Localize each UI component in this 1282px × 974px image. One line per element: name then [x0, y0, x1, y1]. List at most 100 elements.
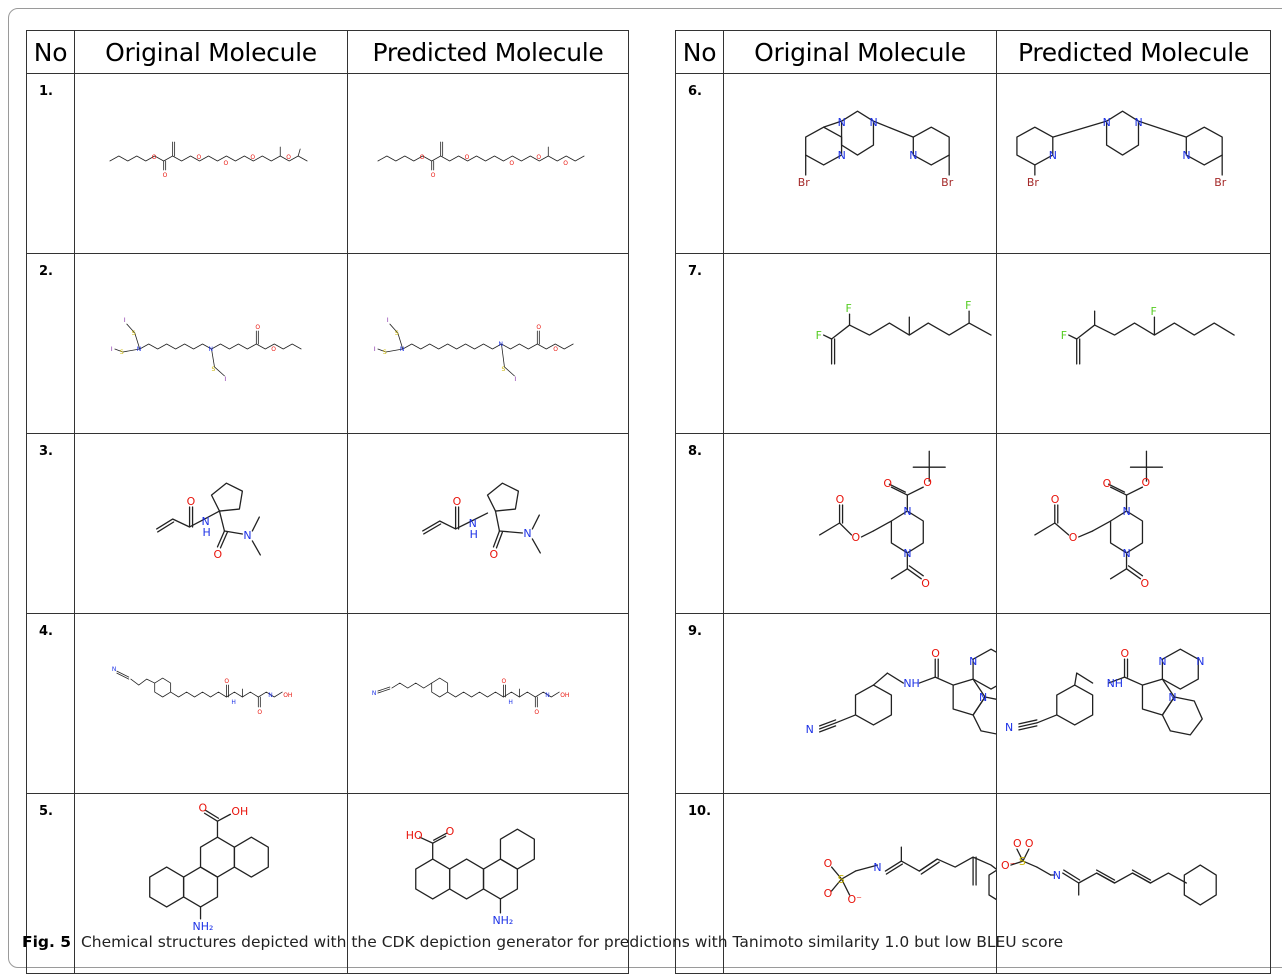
atom-label: O⁻ — [848, 893, 863, 906]
atom-label: O — [1103, 477, 1112, 490]
row-number: 6. — [675, 73, 724, 254]
atom-label: H — [231, 699, 236, 706]
atom-label: N — [1196, 655, 1204, 668]
atom-label: I — [387, 317, 389, 324]
atom-label: H — [470, 528, 478, 541]
original-molecule-4: N O H O N OH — [74, 613, 348, 794]
structure-diagram: N S O O O⁻ — [1001, 837, 1217, 906]
atom-label: O — [536, 324, 541, 331]
structure-diagram: N N N N Br Br — [798, 110, 954, 189]
atom-label: N — [903, 547, 911, 560]
atom-label: O — [824, 857, 833, 870]
atom-label: N — [869, 116, 877, 129]
atom-label: O — [446, 825, 455, 838]
figure-caption: Fig. 5 Chemical structures depicted with… — [22, 933, 1063, 951]
atom-label: S — [1019, 855, 1026, 868]
structure-diagram: O NH N N N N — [1005, 647, 1204, 736]
table-row: 4. N O H O N OH — [26, 613, 629, 794]
atom-label: F — [965, 299, 971, 312]
structure-diagram: N N O O O O O — [819, 450, 946, 590]
atom-label: O — [286, 154, 291, 161]
structure-diagram: O OH NH₂ — [149, 801, 269, 933]
structure-diagram: HO O NH₂ — [406, 825, 535, 927]
atom-label: O — [1025, 837, 1034, 850]
table-row: 9. O NH N N N N — [675, 613, 1271, 794]
predicted-molecule-8: N N O O O O O — [996, 433, 1271, 614]
atom-label: N — [1123, 505, 1131, 518]
atom-label: N — [903, 505, 911, 518]
atom-label: H — [508, 699, 513, 706]
atom-label: O — [197, 154, 202, 161]
predicted-molecule-9: O NH N N N N — [996, 613, 1271, 794]
atom-label: O — [883, 477, 892, 490]
original-molecule-9: O NH N N N N — [723, 613, 997, 794]
atom-label: N — [838, 116, 846, 129]
row-number: 10. — [675, 793, 724, 974]
atom-label: N — [873, 861, 881, 874]
atom-label: O — [1140, 577, 1149, 590]
atom-label: O — [257, 709, 262, 716]
atom-label: O — [824, 887, 833, 900]
atom-label: N — [545, 692, 549, 699]
atom-label: I — [111, 346, 113, 353]
structure-diagram: O N H O N — [422, 482, 541, 561]
atom-label: F — [1061, 329, 1067, 342]
atom-label: N — [1134, 116, 1142, 129]
atom-label: N — [498, 341, 502, 348]
atom-label: OH — [283, 692, 292, 699]
header-predicted: Predicted Molecule — [347, 30, 629, 74]
atom-label: O — [199, 801, 208, 814]
atom-label: NH — [903, 677, 919, 690]
predicted-molecule-10: N S O O O⁻ — [996, 793, 1271, 974]
atom-label: O — [250, 154, 255, 161]
atom-label: O — [465, 154, 470, 161]
atom-label: O — [224, 678, 229, 685]
atom-label: F — [846, 302, 852, 315]
structure-diagram: N S I S I N S I O O — [111, 317, 302, 383]
atom-label: Br — [1214, 176, 1227, 189]
atom-label: I — [374, 346, 376, 353]
atom-label: H — [203, 526, 211, 539]
structure-diagram: O NH N N N N — [806, 647, 996, 736]
atom-label: N — [838, 149, 846, 162]
structure-diagram: N O H O N OH — [372, 677, 569, 716]
row-number: 9. — [675, 613, 724, 794]
structure-diagram: N N O O O O O — [1034, 450, 1164, 590]
atom-label: O — [509, 160, 514, 167]
atom-label: O — [563, 160, 568, 167]
atom-label: O — [536, 154, 541, 161]
structure-diagram: F F — [1061, 305, 1235, 365]
predicted-molecule-5: HO O NH₂ — [347, 793, 629, 974]
atom-label: N — [979, 691, 987, 704]
predicted-molecule-4: N O H O N OH — [347, 613, 629, 794]
atom-label: N — [137, 346, 141, 353]
predicted-molecule-2: N S I S I N S I O O — [347, 253, 629, 434]
table-header-row: No Original Molecule Predicted Molecule — [26, 30, 629, 74]
original-molecule-3: O N H O N — [74, 433, 348, 614]
atom-label: OH — [231, 805, 248, 818]
atom-label: NH₂ — [193, 920, 214, 933]
structure-diagram: O N H O N — [156, 482, 261, 561]
predicted-molecule-7: F F — [996, 253, 1271, 434]
header-no: No — [675, 30, 724, 74]
header-original: Original Molecule — [74, 30, 348, 74]
atom-label: O — [836, 493, 845, 506]
original-molecule-2: N S I S I N S I O O — [74, 253, 348, 434]
atom-label: OH — [560, 692, 569, 699]
atom-label: N — [1168, 691, 1176, 704]
atom-label: O — [213, 548, 222, 561]
atom-label: O — [553, 346, 558, 353]
atom-label: S — [501, 366, 505, 373]
atom-label: O — [489, 548, 498, 561]
row-number: 2. — [26, 253, 75, 434]
atom-label: O — [921, 577, 930, 590]
atom-label: O — [1069, 531, 1078, 544]
structure-diagram: F F F — [816, 299, 992, 365]
atom-label: O — [1013, 837, 1022, 850]
atom-label: O — [163, 172, 168, 179]
original-molecule-6: N N N N Br Br — [723, 73, 997, 254]
table-row: 10. N S O O O⁻ — [675, 793, 1271, 974]
header-original: Original Molecule — [723, 30, 997, 74]
atom-label: N — [268, 692, 272, 699]
table-row: 3. O N H O N — [26, 433, 629, 614]
